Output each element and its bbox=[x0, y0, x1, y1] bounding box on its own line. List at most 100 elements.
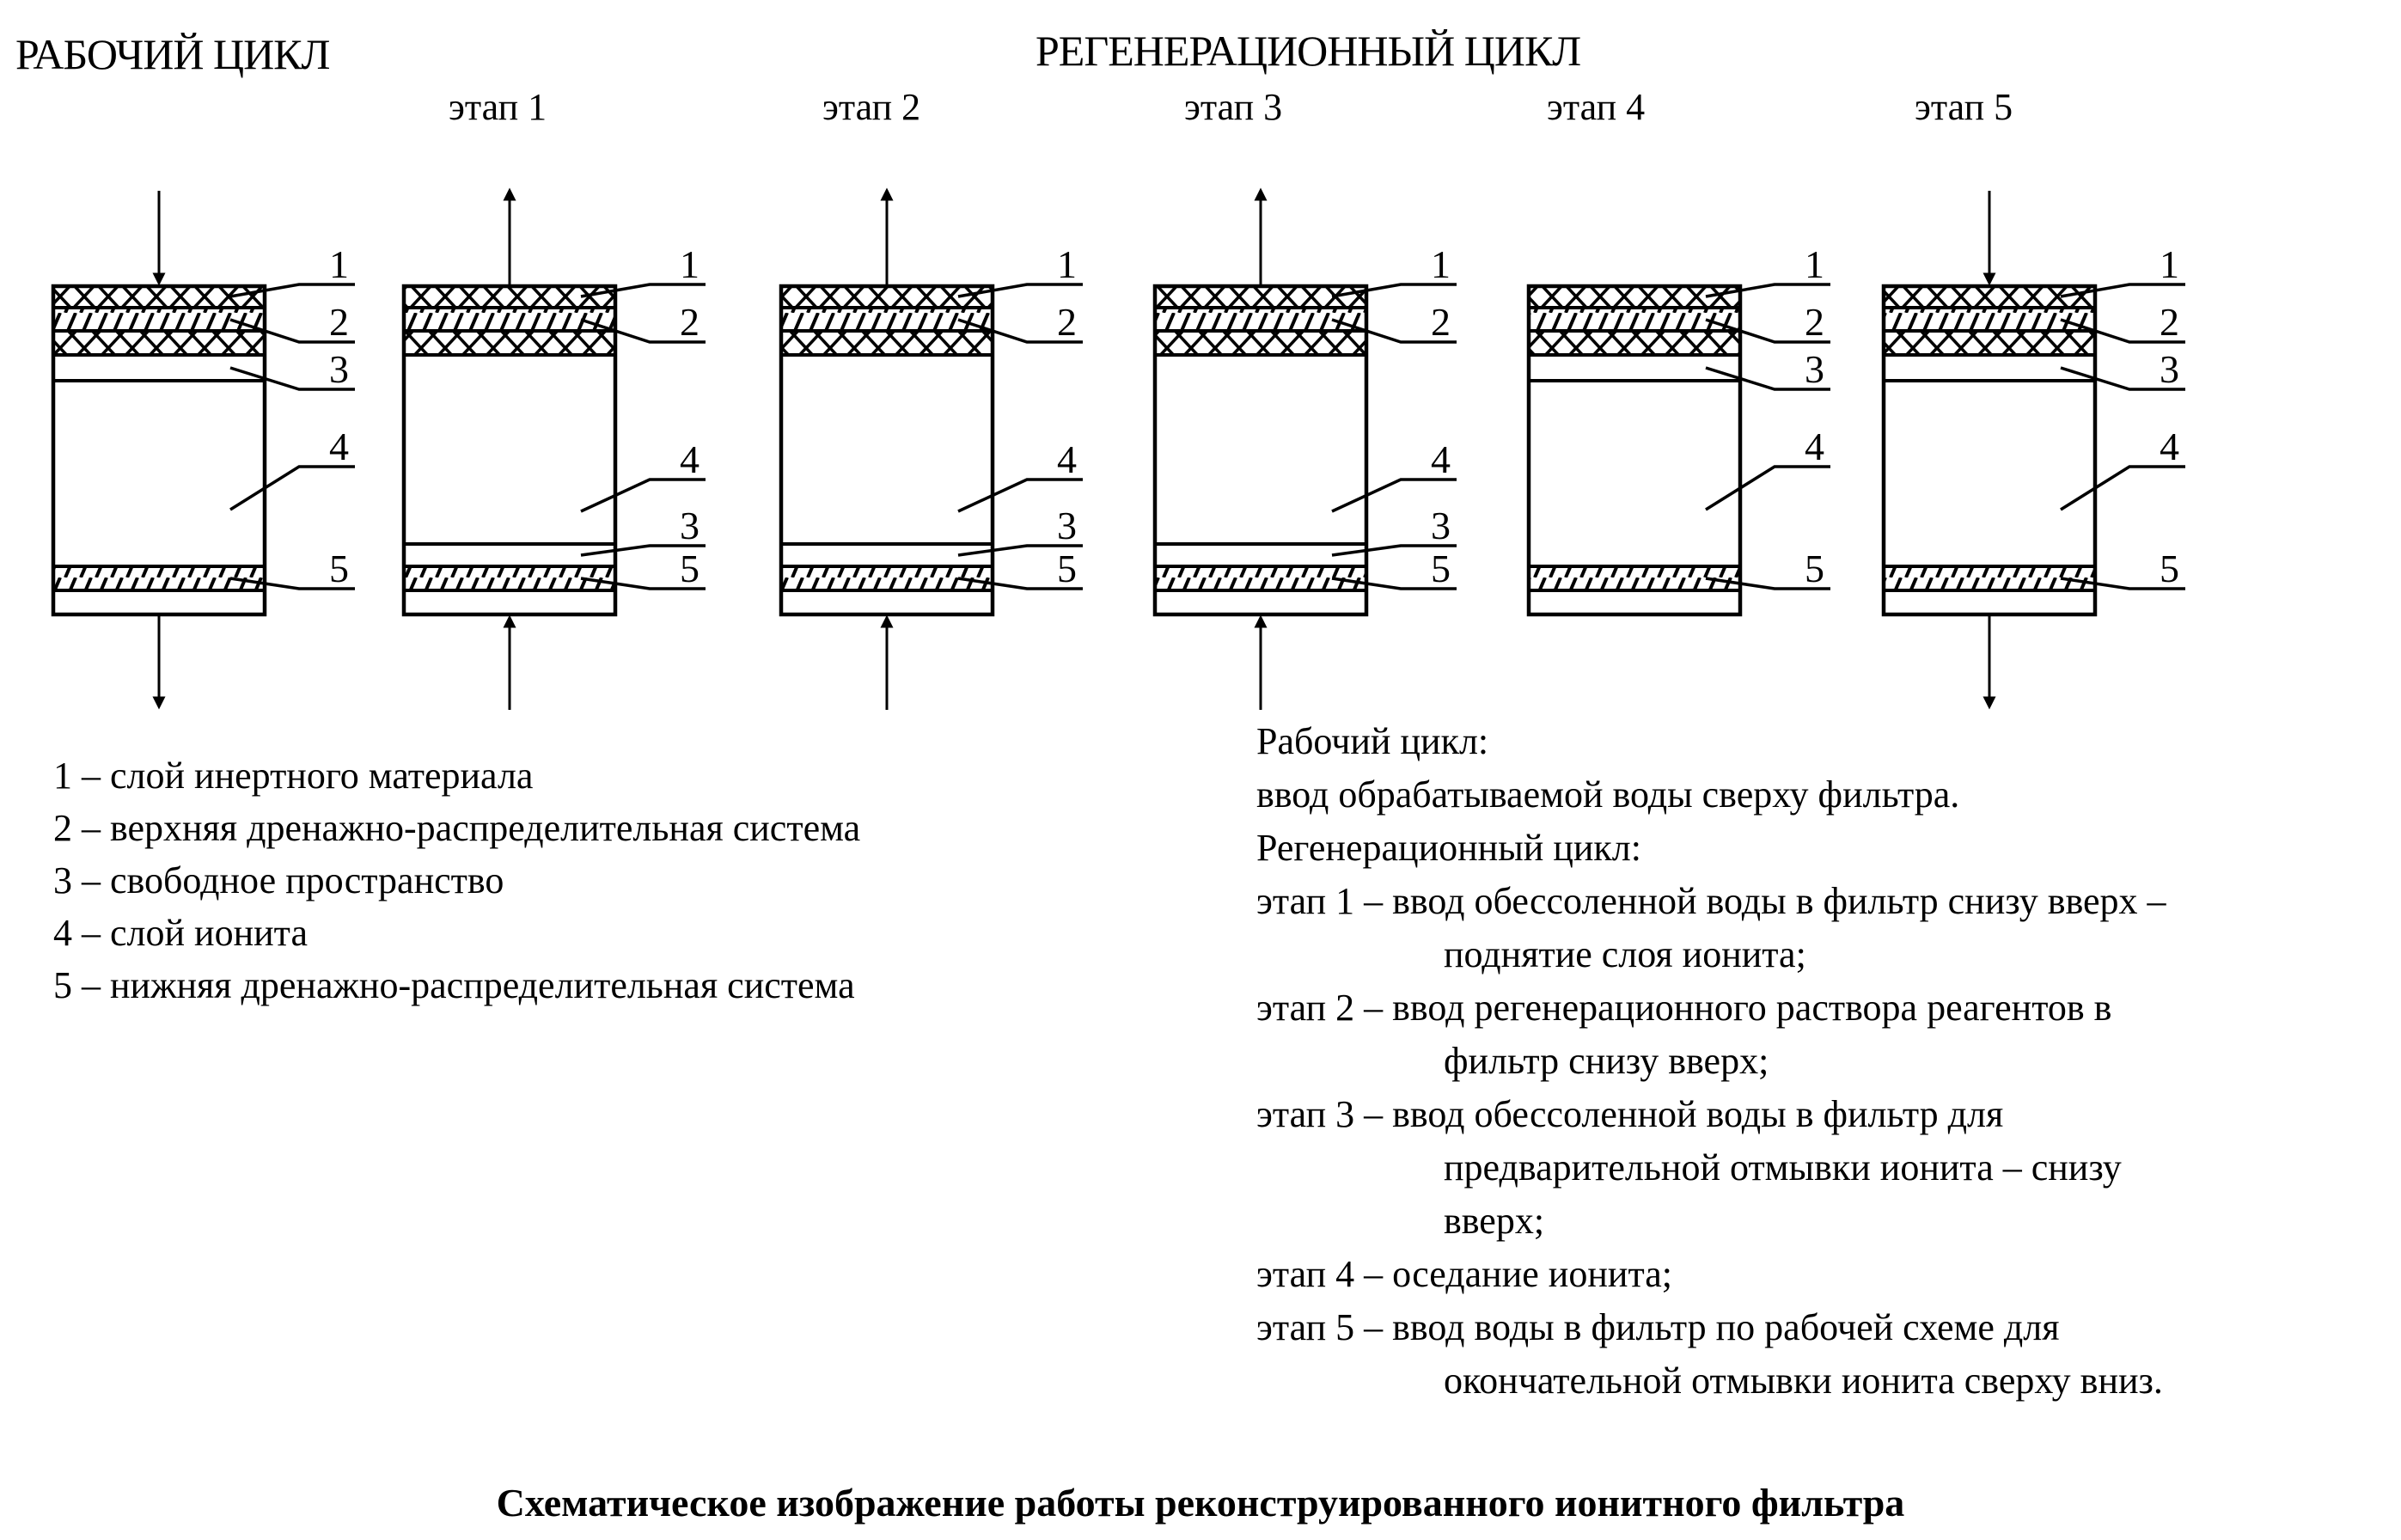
layer-number-label: 5 bbox=[1057, 547, 1077, 590]
layer-inert-material-lower bbox=[1529, 331, 1740, 355]
leader-line bbox=[229, 465, 355, 511]
filter-stage1: 1 2 4 35 bbox=[401, 187, 706, 710]
layer-upper-drainage bbox=[1155, 308, 1366, 331]
stage-5-title: этап 5 bbox=[1915, 86, 2013, 128]
layer-number-label: 4 bbox=[1057, 437, 1077, 481]
description-line: поднятие слоя ионита; bbox=[1444, 933, 1806, 975]
layer-number-label: 5 bbox=[1431, 547, 1451, 590]
description-line: этап 5 – ввод воды в фильтр по рабочей с… bbox=[1256, 1306, 2060, 1348]
layer-lower-drainage bbox=[781, 566, 993, 590]
layer-number-label: 2 bbox=[1805, 300, 1824, 344]
leader-line bbox=[2060, 465, 2185, 511]
process-description: Рабочий цикл: ввод обрабатываемой воды св… bbox=[1256, 715, 2166, 1408]
layer-number-label: 1 bbox=[1805, 242, 1824, 286]
description-line: Рабочий цикл: bbox=[1256, 720, 1489, 762]
leader-line bbox=[580, 544, 706, 557]
description-line: предварительной отмывки ионита – снизу bbox=[1444, 1146, 2122, 1189]
description-line: Регенерационный цикл: bbox=[1256, 827, 1641, 869]
layer-inert-material bbox=[781, 286, 993, 308]
description-line: этап 3 – ввод обессоленной воды в фильтр… bbox=[1256, 1093, 2004, 1135]
leader-line bbox=[229, 283, 355, 298]
layer-inert-material bbox=[1884, 286, 2095, 308]
layer-lower-drainage bbox=[1155, 566, 1366, 590]
leader-line bbox=[1331, 283, 1457, 298]
leader-line bbox=[957, 577, 1083, 590]
layer-lower-drainage bbox=[1529, 566, 1740, 590]
layer-number-label: 1 bbox=[1057, 242, 1077, 286]
layer-number-label: 5 bbox=[2160, 547, 2179, 590]
layer-inert-material-lower bbox=[404, 331, 615, 355]
layer-number-label: 4 bbox=[2160, 425, 2179, 468]
working-cycle-title: РАБОЧИЙ ЦИКЛ bbox=[15, 30, 330, 78]
layer-upper-drainage bbox=[1529, 308, 1740, 331]
layer-inert-material bbox=[53, 286, 265, 308]
filter-vessel bbox=[1526, 284, 1743, 617]
leader-line bbox=[580, 283, 706, 298]
layer-number-label: 4 bbox=[329, 425, 349, 468]
layer-number-label: 1 bbox=[680, 242, 700, 286]
layer-number-label: 1 bbox=[1431, 242, 1451, 286]
regeneration-cycle-title: РЕГЕНЕРАЦИОННЫЙ ЦИКЛ bbox=[1036, 27, 1581, 75]
description-line: этап 2 – ввод регенерационного раствора … bbox=[1256, 987, 2112, 1029]
leader-line bbox=[1331, 318, 1457, 344]
leader-line bbox=[229, 577, 355, 590]
layer-number-label: 3 bbox=[2160, 347, 2179, 391]
leader-line bbox=[957, 318, 1083, 344]
layer-inert-material bbox=[1529, 286, 1740, 308]
legend-item: 4 – слой ионита bbox=[53, 912, 308, 954]
leader-line bbox=[229, 318, 355, 344]
layer-number-label: 3 bbox=[1057, 504, 1077, 547]
leader-line bbox=[1331, 577, 1457, 590]
leader-line bbox=[2060, 283, 2185, 298]
filter-stage3: 1 2 4 35 bbox=[1152, 187, 1457, 710]
layer-lower-drainage bbox=[53, 566, 265, 590]
layer-number-label: 5 bbox=[329, 547, 349, 590]
legend-item: 5 – нижняя дренажно-распределительная си… bbox=[53, 964, 855, 1006]
leader-line bbox=[2060, 366, 2185, 391]
layer-number-label: 3 bbox=[329, 347, 349, 391]
stage-2-title: этап 2 bbox=[822, 86, 921, 128]
layer-inert-material-lower bbox=[781, 331, 993, 355]
description-line: вверх; bbox=[1444, 1200, 1545, 1242]
leader-line bbox=[1331, 478, 1457, 513]
layer-upper-drainage bbox=[1884, 308, 2095, 331]
legend: 1 – слой инертного материала 2 – верхняя… bbox=[53, 749, 860, 1011]
layer-inert-material-lower bbox=[1155, 331, 1366, 355]
layer-upper-drainage bbox=[53, 308, 265, 331]
leader-line bbox=[957, 478, 1083, 513]
layer-lower-drainage bbox=[1884, 566, 2095, 590]
layer-number-label: 2 bbox=[680, 300, 700, 344]
figure-caption: Схематическое изображение работы реконст… bbox=[496, 1481, 1905, 1525]
layer-number-label: 3 bbox=[1431, 504, 1451, 547]
layer-number-label: 4 bbox=[1805, 425, 1824, 468]
layer-lower-drainage bbox=[404, 566, 615, 590]
leader-line bbox=[1705, 577, 1830, 590]
layer-number-label: 4 bbox=[1431, 437, 1451, 481]
layer-upper-drainage bbox=[781, 308, 993, 331]
leader-line bbox=[1331, 544, 1457, 557]
layer-number-label: 2 bbox=[1431, 300, 1451, 344]
leader-line bbox=[580, 318, 706, 344]
leader-line bbox=[2060, 318, 2185, 344]
layer-number-label: 3 bbox=[680, 504, 700, 547]
leader-line bbox=[957, 283, 1083, 298]
description-line: фильтр снизу вверх; bbox=[1444, 1040, 1769, 1082]
layer-number-label: 5 bbox=[1805, 547, 1824, 590]
layer-number-label: 2 bbox=[2160, 300, 2179, 344]
layer-number-label: 2 bbox=[329, 300, 349, 344]
description-line: ввод обрабатываемой воды сверху фильтра. bbox=[1256, 773, 1960, 816]
stage-1-title: этап 1 bbox=[449, 86, 547, 128]
layer-inert-material bbox=[1155, 286, 1366, 308]
leader-line bbox=[1705, 283, 1830, 298]
layer-number-label: 3 bbox=[1805, 347, 1824, 391]
leader-line bbox=[580, 577, 706, 590]
layer-number-label: 4 bbox=[680, 437, 700, 481]
layer-number-label: 1 bbox=[329, 242, 349, 286]
leader-line bbox=[1705, 366, 1830, 391]
leader-line bbox=[1705, 318, 1830, 344]
layer-number-label: 5 bbox=[680, 547, 700, 590]
